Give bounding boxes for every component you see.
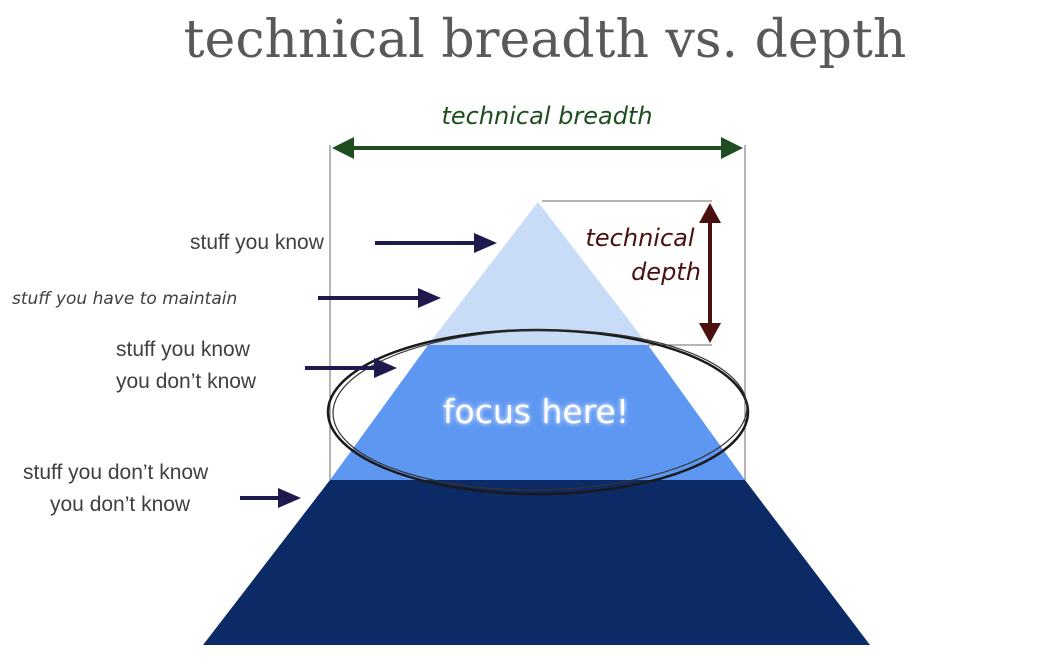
label-know-dont-know-line1: stuff you know (116, 338, 251, 361)
focus-ellipse (326, 328, 750, 496)
arrow-know-dont-know (305, 358, 397, 378)
pyramid-tier-middle (330, 345, 745, 480)
pointer-arrows (240, 233, 497, 508)
label-dont-know-dont-know-line1: stuff you don’t know (23, 461, 209, 484)
pyramid-tier-top (428, 202, 648, 345)
label-dont-know-dont-know-line2: you don’t know (50, 493, 191, 516)
label-stuff-you-know: stuff you know (190, 231, 325, 254)
breadth-label: technical breadth (441, 102, 652, 130)
depth-arrow (699, 203, 721, 343)
arrow-stuff-you-know (375, 233, 497, 253)
breadth-arrow (332, 137, 743, 159)
label-know-dont-know-line2: you don’t know (116, 370, 257, 393)
depth-label-line1: technical (585, 224, 694, 252)
focus-text: focus here! (443, 392, 629, 431)
arrow-dont-know-dont-know (240, 488, 301, 508)
page-title: technical breadth vs. depth (184, 10, 907, 70)
arrow-stuff-to-maintain (318, 288, 441, 308)
label-stuff-to-maintain: stuff you have to maintain (12, 289, 237, 309)
depth-label-line2: depth (631, 258, 701, 286)
pyramid-tier-bottom (203, 480, 870, 645)
